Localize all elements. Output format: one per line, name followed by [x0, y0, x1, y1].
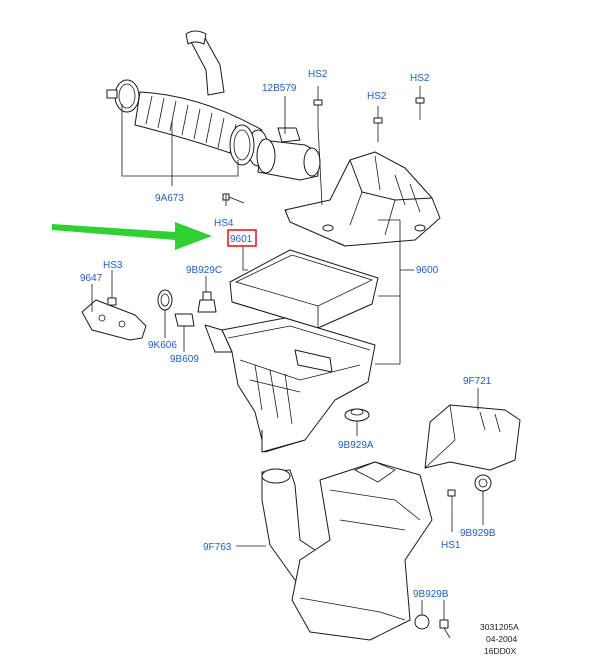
label-9k606[interactable]: 9K606	[148, 340, 177, 351]
grommet-9b929a[interactable]	[344, 408, 370, 422]
label-9f721[interactable]: 9F721	[463, 376, 492, 387]
hose-clamp-lower[interactable]	[229, 124, 255, 166]
reference-date: 04-2004	[486, 634, 517, 644]
grommet-9k606[interactable]	[157, 289, 173, 311]
label-12b579[interactable]: 12B579	[262, 83, 297, 94]
green-arrow-pointer	[52, 222, 212, 250]
label-9b929b-lower[interactable]: 9B929B	[413, 589, 449, 600]
label-9b929a[interactable]: 9B929A	[338, 440, 374, 451]
label-9a673[interactable]: 9A673	[155, 193, 184, 204]
screw-hs2-middle[interactable]	[373, 117, 383, 142]
reference-number: 3031205A	[480, 622, 519, 632]
reference-code: 16DD0X	[484, 646, 516, 656]
label-9601[interactable]: 9601	[230, 234, 253, 245]
grommet-9b929b-lower[interactable]	[414, 614, 451, 639]
air-cleaner-housing[interactable]	[204, 317, 376, 453]
label-hs2-right[interactable]: HS2	[410, 73, 430, 84]
grommet-9b929b-upper[interactable]	[474, 474, 492, 492]
label-9b929b-upper[interactable]: 9B929B	[460, 528, 496, 539]
air-filter-element[interactable]	[229, 249, 379, 329]
air-cleaner-cover[interactable]	[284, 151, 441, 247]
label-9f763[interactable]: 9F763	[203, 542, 232, 553]
label-hs2-middle[interactable]: HS2	[367, 91, 387, 102]
mass-air-flow-sensor[interactable]	[256, 127, 321, 181]
label-hs1[interactable]: HS1	[441, 540, 461, 551]
label-9647[interactable]: 9647	[80, 273, 103, 284]
resonator[interactable]	[261, 461, 433, 641]
label-hs2-left[interactable]: HS2	[308, 69, 328, 80]
grommet-9b929c[interactable]	[197, 291, 217, 313]
label-9b929c[interactable]: 9B929C	[186, 265, 222, 276]
label-9b609[interactable]: 9B609	[170, 354, 199, 365]
bracket[interactable]	[81, 299, 147, 341]
clip-9b609[interactable]	[174, 313, 195, 327]
screw-hs3[interactable]	[107, 290, 117, 306]
hose-clamp-upper[interactable]	[106, 79, 140, 113]
label-hs4[interactable]: HS4	[214, 218, 234, 229]
leader-lines	[91, 86, 484, 620]
air-intake-duct[interactable]	[424, 404, 521, 471]
screw-hs1[interactable]	[447, 489, 456, 512]
label-9600[interactable]: 9600	[416, 265, 439, 276]
highlight-box	[227, 229, 257, 247]
screw-hs2-right[interactable]	[415, 97, 425, 120]
screw-hs2-left[interactable]	[313, 99, 323, 126]
label-hs3[interactable]: HS3	[103, 260, 123, 271]
